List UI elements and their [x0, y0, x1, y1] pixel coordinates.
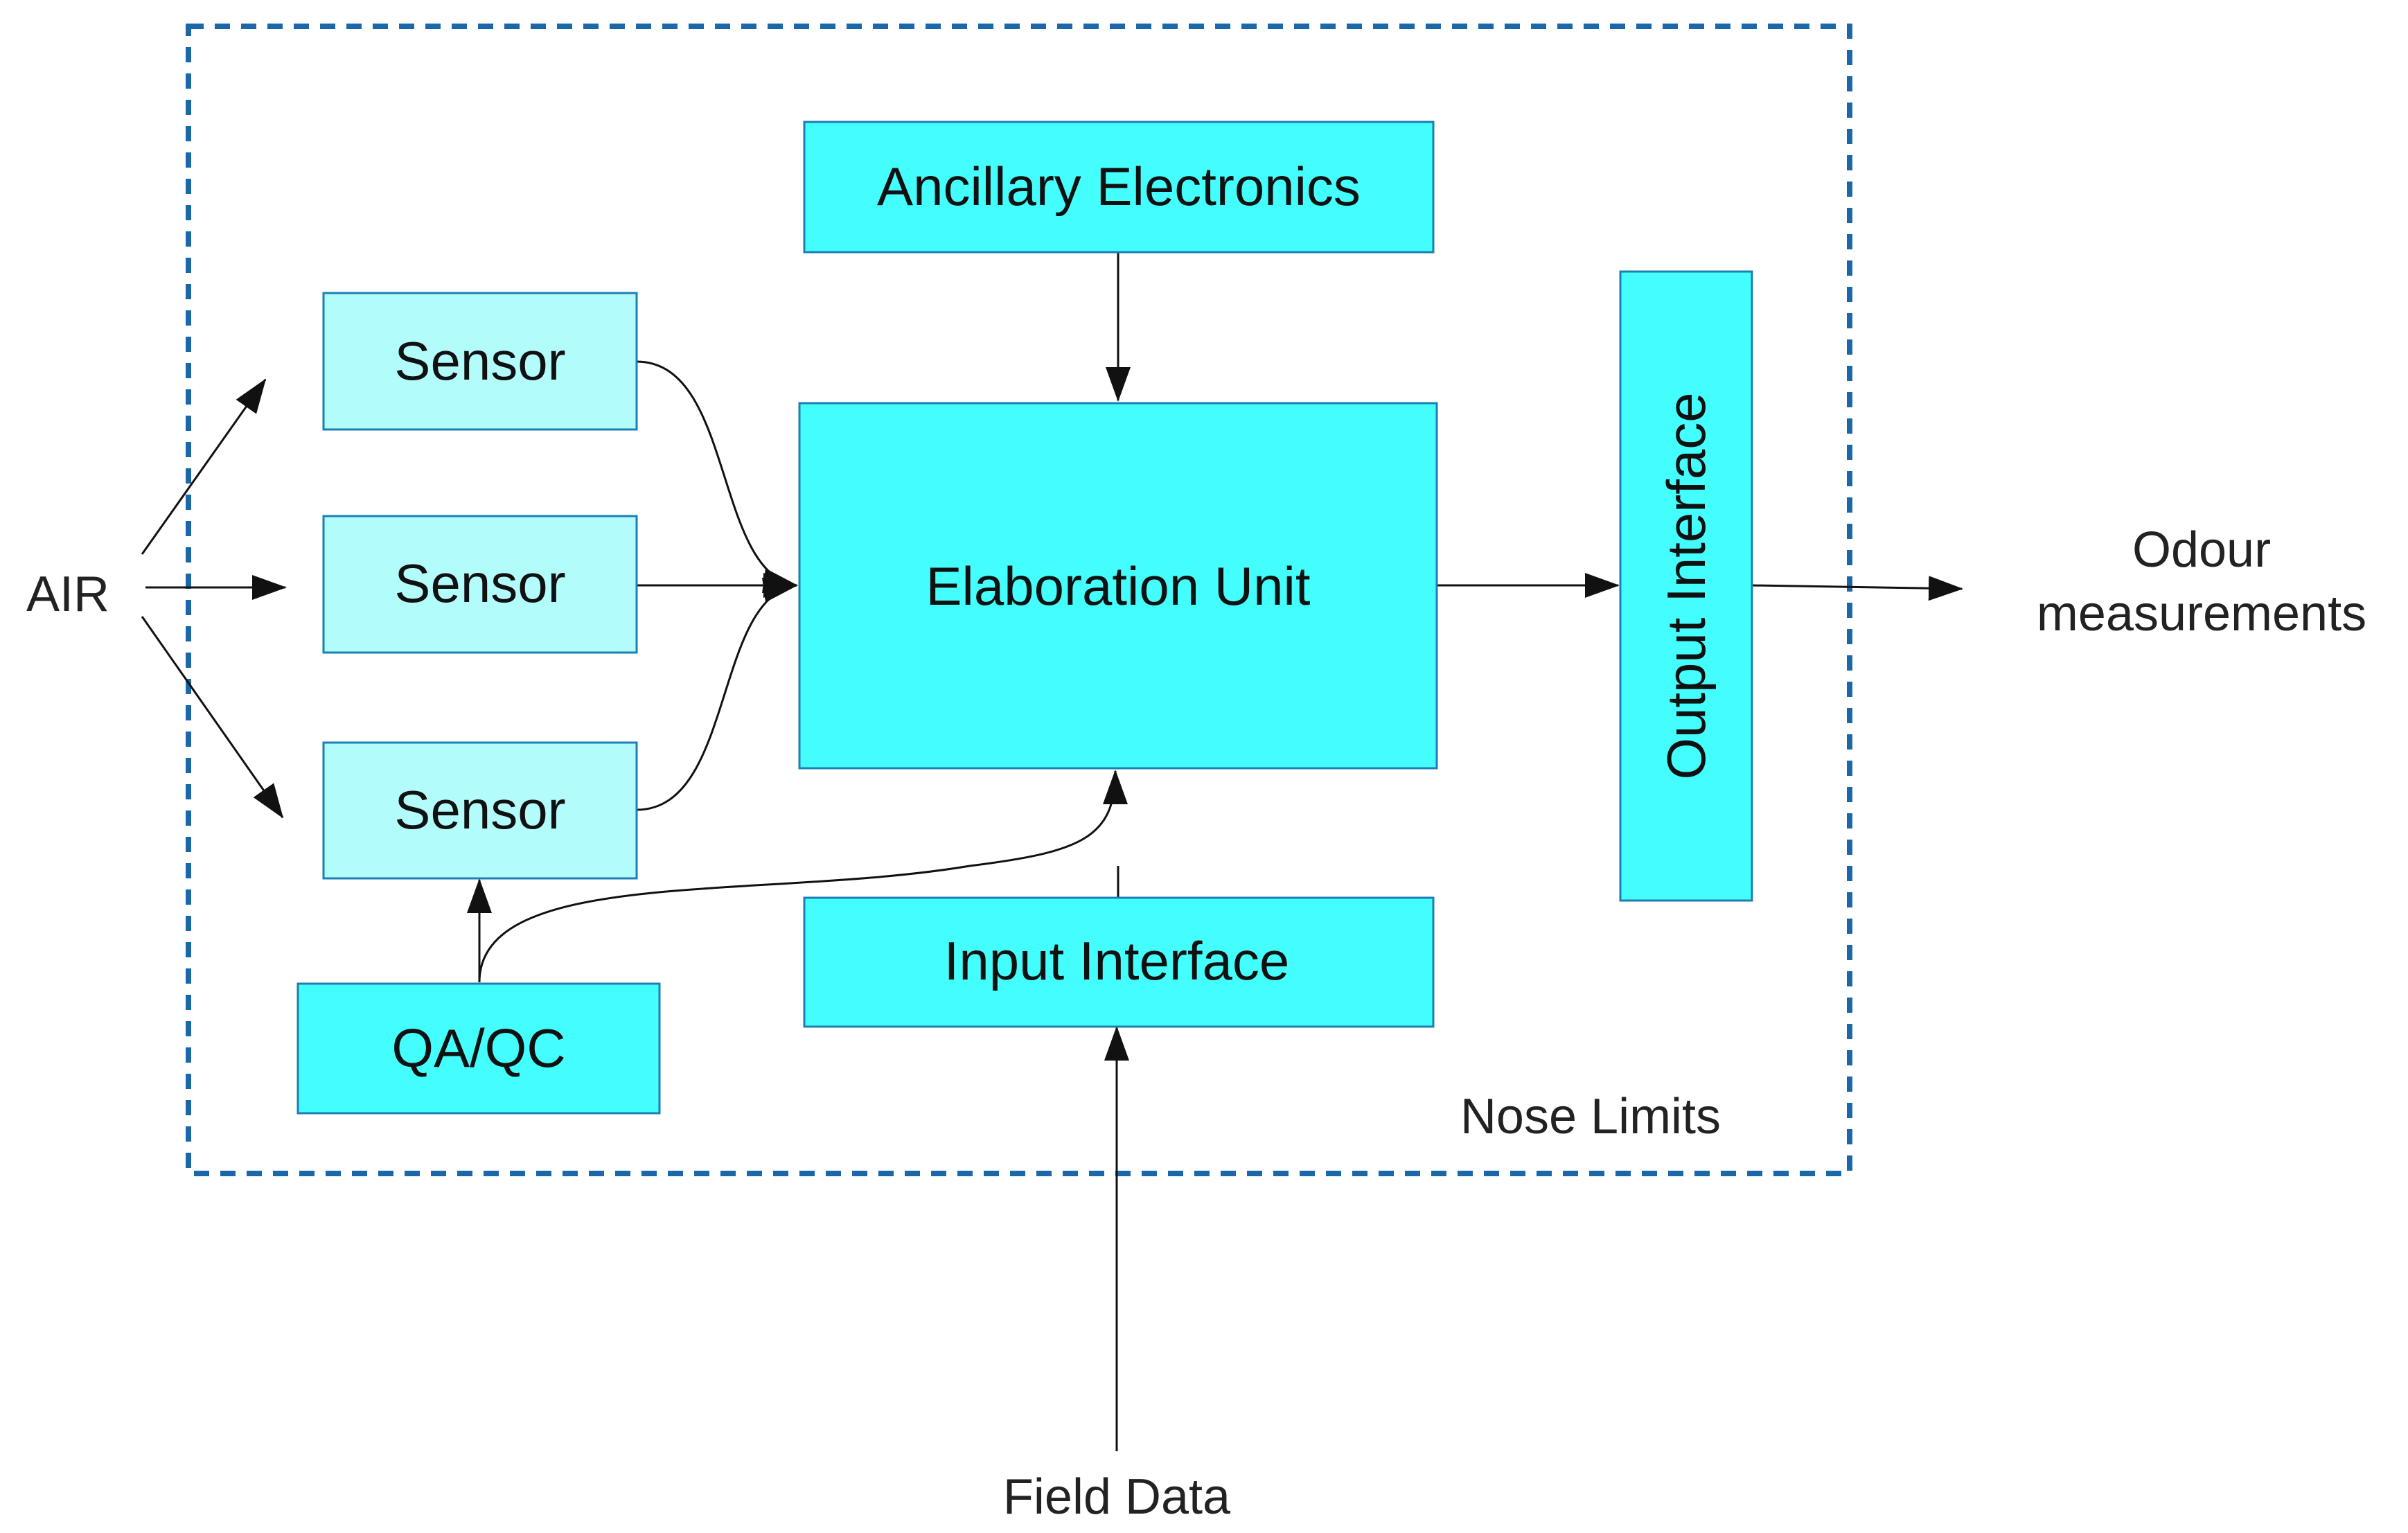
air-to-sensor-3-arrow — [141, 616, 284, 819]
output-interface-label: Output Interface — [1656, 392, 1717, 779]
sensor-block: Sensor — [322, 741, 638, 880]
sensor-label: Sensor — [394, 553, 565, 614]
odour-measurements-label-line1: Odour — [2132, 522, 2271, 578]
sensor-block: Sensor — [322, 515, 638, 654]
field-data-label: Field Data — [1003, 1469, 1231, 1525]
sensor-label: Sensor — [394, 330, 565, 391]
qaqc-to-elaboration-arrow — [478, 770, 1128, 983]
nose-limits-label: Nose Limits — [1460, 1089, 1721, 1144]
sensor-block: Sensor — [322, 292, 638, 431]
input-interface-label: Input Interface — [944, 930, 1290, 991]
air-label: AIR — [26, 567, 109, 622]
sensor-label: Sensor — [394, 779, 565, 840]
air-to-sensor-1-arrow — [141, 378, 267, 555]
output-to-measurements-arrow — [1751, 576, 1963, 601]
sensor-3-to-elaboration-arrow — [636, 578, 798, 811]
qaqc-label: QA/QC — [391, 1018, 565, 1079]
qaqc-block: QA/QC — [296, 982, 661, 1115]
nose-limits-boundary — [186, 24, 1852, 1176]
sensor-1-to-elaboration-arrow — [636, 360, 798, 593]
ancillary-electronics-block: Ancillary Electronics — [803, 121, 1435, 254]
elaboration-unit-label: Elaboration Unit — [926, 556, 1311, 617]
odour-measurements-label-line2: measurements — [2037, 586, 2366, 641]
connectors — [141, 252, 1963, 1451]
elaboration-unit-block: Elaboration Unit — [798, 402, 1438, 770]
output-interface-block: Output Interface — [1619, 270, 1753, 902]
ancillary-electronics-label: Ancillary Electronics — [877, 156, 1361, 217]
input-interface-block: Input Interface — [803, 896, 1435, 1028]
